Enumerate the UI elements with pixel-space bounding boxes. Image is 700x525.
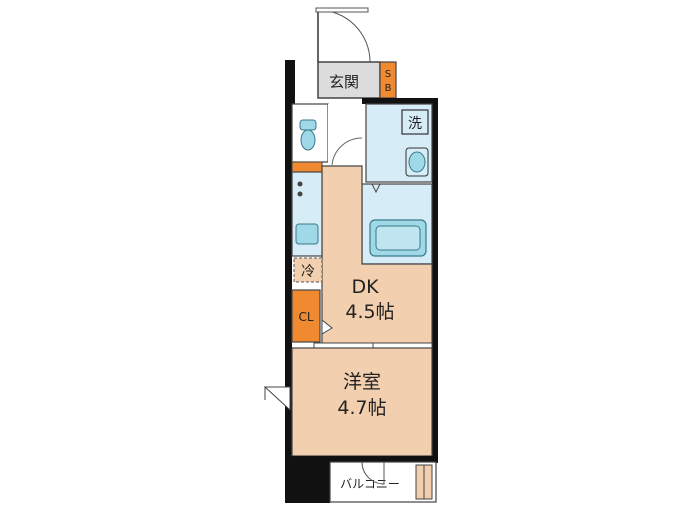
bath-door-swing <box>371 183 381 194</box>
wall-top-right <box>362 98 438 104</box>
kitchen-sink <box>295 223 319 245</box>
laundry-box <box>401 109 429 135</box>
closet <box>291 289 321 343</box>
wall-left-mid <box>285 100 292 460</box>
wall-right <box>432 98 438 463</box>
corridor <box>328 104 362 166</box>
western-room-size: 4.7帖 <box>337 397 386 419</box>
wall-left-top <box>285 60 295 105</box>
entrance-label: 玄関 <box>329 73 359 91</box>
entrance-floor <box>317 61 381 99</box>
laundry-label: 洗 <box>408 116 422 132</box>
shoe-box-label-b: B <box>385 83 392 94</box>
dk-name: DK <box>351 276 379 298</box>
window-left <box>263 386 291 412</box>
fridge-space <box>293 257 323 283</box>
corridor-door-swing <box>331 137 363 166</box>
stove-icon <box>297 181 303 197</box>
closet-door-icon <box>321 318 333 335</box>
sink-icon <box>405 147 429 177</box>
sliding-partition <box>313 342 433 349</box>
western-room <box>291 347 433 457</box>
fridge-label: 冷 <box>301 264 315 280</box>
closet-label: CL <box>298 310 313 324</box>
entrance-door <box>315 7 371 63</box>
western-room-name: 洋室 <box>343 371 381 393</box>
balcony-label: バルコニー <box>340 477 400 491</box>
shoe-box-hidden: SB <box>0 0 2 1</box>
wall-bottom <box>292 456 438 462</box>
bathtub-icon <box>369 219 427 257</box>
shelf-strip <box>291 161 323 173</box>
dk-size: 4.5帖 <box>345 301 394 323</box>
toilet-icon <box>299 119 317 151</box>
balcony-door-swing <box>361 461 385 485</box>
wall-left-bottom <box>285 455 330 503</box>
shoe-box-label-s: S <box>385 69 391 80</box>
